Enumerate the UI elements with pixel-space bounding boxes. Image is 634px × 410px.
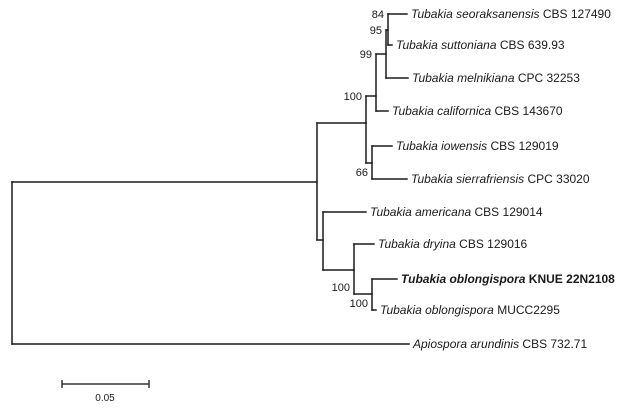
strain-id: CBS 129014 [471, 205, 543, 219]
taxon-name: Tubakia seoraksanensis [411, 7, 540, 21]
support-value-c84: 84 [372, 9, 384, 21]
taxon-name: Tubakia oblongispora [380, 303, 494, 317]
tip-label-apiospora: Apiospora arundinis CBS 732.71 [412, 337, 587, 351]
support-value-c100b: 100 [332, 282, 350, 294]
strain-id: CBS 129016 [456, 237, 528, 251]
tip-label-seoraksanensis: Tubakia seoraksanensis CBS 127490 [411, 7, 611, 21]
taxon-name: Tubakia americana [370, 205, 471, 219]
tip-label-dryina: Tubakia dryina CBS 129016 [378, 237, 528, 251]
strain-id: CBS 129019 [487, 139, 559, 153]
taxon-name: Apiospora arundinis [412, 337, 519, 351]
strain-id: CBS 127490 [540, 7, 612, 21]
taxon-name: Tubakia suttoniana [396, 38, 497, 52]
tip-label-iowensis: Tubakia iowensis CBS 129019 [396, 139, 559, 153]
tip-label-californica: Tubakia californica CBS 143670 [392, 104, 563, 118]
tip-label-oblongispora_knue: Tubakia oblongispora KNUE 22N2108 [401, 272, 615, 286]
tip-label-melnikiana: Tubakia melnikiana CPC 32253 [412, 71, 580, 85]
taxon-name: Tubakia iowensis [396, 139, 487, 153]
support-value-c100c: 100 [350, 298, 368, 310]
taxon-name: Tubakia californica [392, 104, 491, 118]
scale-bar: 0.05 [61, 380, 150, 404]
scale-bar-label: 0.05 [95, 393, 115, 404]
strain-id: CBS 732.71 [519, 337, 587, 351]
strain-id: KNUE 22N2108 [525, 272, 615, 286]
tree-branches [11, 13, 410, 345]
tip-label-americana: Tubakia americana CBS 129014 [370, 205, 543, 219]
support-value-c66: 66 [356, 167, 368, 179]
support-value-c95: 95 [370, 25, 382, 37]
support-value-c99: 99 [360, 49, 372, 61]
strain-id: CPC 33020 [524, 172, 590, 186]
strain-id: CBS 639.93 [497, 38, 565, 52]
support-value-c100a: 100 [344, 91, 362, 103]
taxon-name: Tubakia dryina [378, 237, 456, 251]
taxon-name: Tubakia oblongispora [401, 272, 526, 286]
tip-labels: Tubakia seoraksanensis CBS 127490Tubakia… [370, 7, 615, 351]
tip-label-sierrafriensis: Tubakia sierrafriensis CPC 33020 [411, 172, 590, 186]
strain-id: MUCC2295 [494, 303, 560, 317]
strain-id: CPC 32253 [515, 71, 581, 85]
tip-label-suttoniana: Tubakia suttoniana CBS 639.93 [396, 38, 565, 52]
tip-label-oblongispora_mucc: Tubakia oblongispora MUCC2295 [380, 303, 560, 317]
taxon-name: Tubakia sierrafriensis [411, 172, 524, 186]
taxon-name: Tubakia melnikiana [412, 71, 515, 85]
strain-id: CBS 143670 [491, 104, 563, 118]
